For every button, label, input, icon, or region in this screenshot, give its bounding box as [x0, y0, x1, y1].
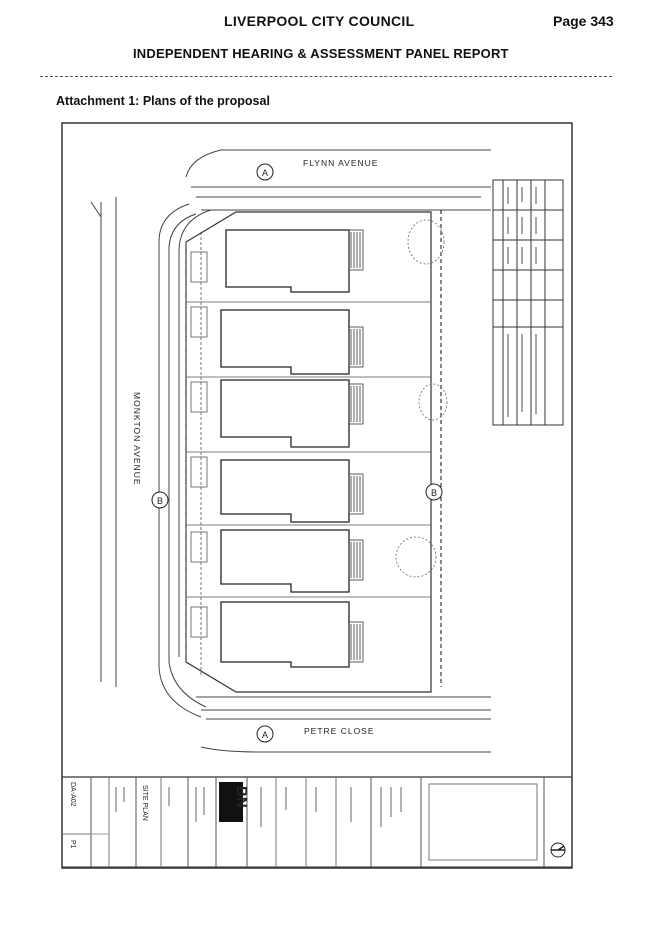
site-plan-drawing: BN SITE PLAN DA-A02 P1 MONKTON AVENUE FL… [61, 122, 573, 869]
monkton-avenue-road [90, 197, 207, 718]
hatch-6 [348, 621, 364, 663]
report-title: INDEPENDENT HEARING & ASSESSMENT PANEL R… [133, 46, 509, 61]
dwelling-2 [220, 309, 350, 375]
street-label-monkton: MONKTON AVENUE [132, 392, 142, 486]
lot-lines [185, 232, 431, 677]
section-marker-a-bottom: A [256, 725, 274, 743]
street-label-petre: PETRE CLOSE [304, 726, 375, 736]
hatch-5 [348, 539, 364, 581]
flynn-avenue-road [178, 149, 491, 253]
hatch-3 [348, 383, 364, 425]
revision: P1 [69, 840, 76, 849]
north-arrow-icon [550, 842, 566, 858]
hatch-2 [348, 326, 364, 368]
section-markers: A A B B [151, 163, 443, 743]
dwelling-4 [220, 459, 350, 523]
attachment-title: Attachment 1: Plans of the proposal [56, 94, 270, 108]
petre-close-road [196, 696, 491, 753]
dwelling-3 [220, 379, 350, 448]
svg-text:B: B [157, 496, 163, 506]
dwelling-blocks [220, 229, 350, 668]
svg-text:B: B [431, 488, 437, 498]
svg-text:A: A [262, 168, 268, 178]
section-marker-b-left: B [151, 491, 169, 509]
dwelling-6 [220, 601, 350, 668]
header-divider [40, 76, 612, 77]
section-marker-b-right: B [425, 483, 443, 501]
dwelling-1 [225, 229, 350, 293]
title-block: BN SITE PLAN DA-A02 P1 [62, 776, 572, 868]
hatch-4 [348, 473, 364, 515]
svg-text:A: A [262, 730, 268, 740]
drawing-title: SITE PLAN [141, 785, 148, 821]
hatch-1 [348, 229, 364, 271]
firm-logo: BN [233, 786, 250, 808]
street-label-flynn: FLYNN AVENUE [303, 158, 378, 168]
dwelling-5 [220, 529, 350, 593]
drawing-number: DA-A02 [69, 782, 76, 807]
council-name: LIVERPOOL CITY COUNCIL [224, 13, 415, 29]
site-data-table [492, 179, 564, 426]
page-number: Page 343 [553, 13, 614, 29]
section-marker-a-top: A [256, 163, 274, 181]
